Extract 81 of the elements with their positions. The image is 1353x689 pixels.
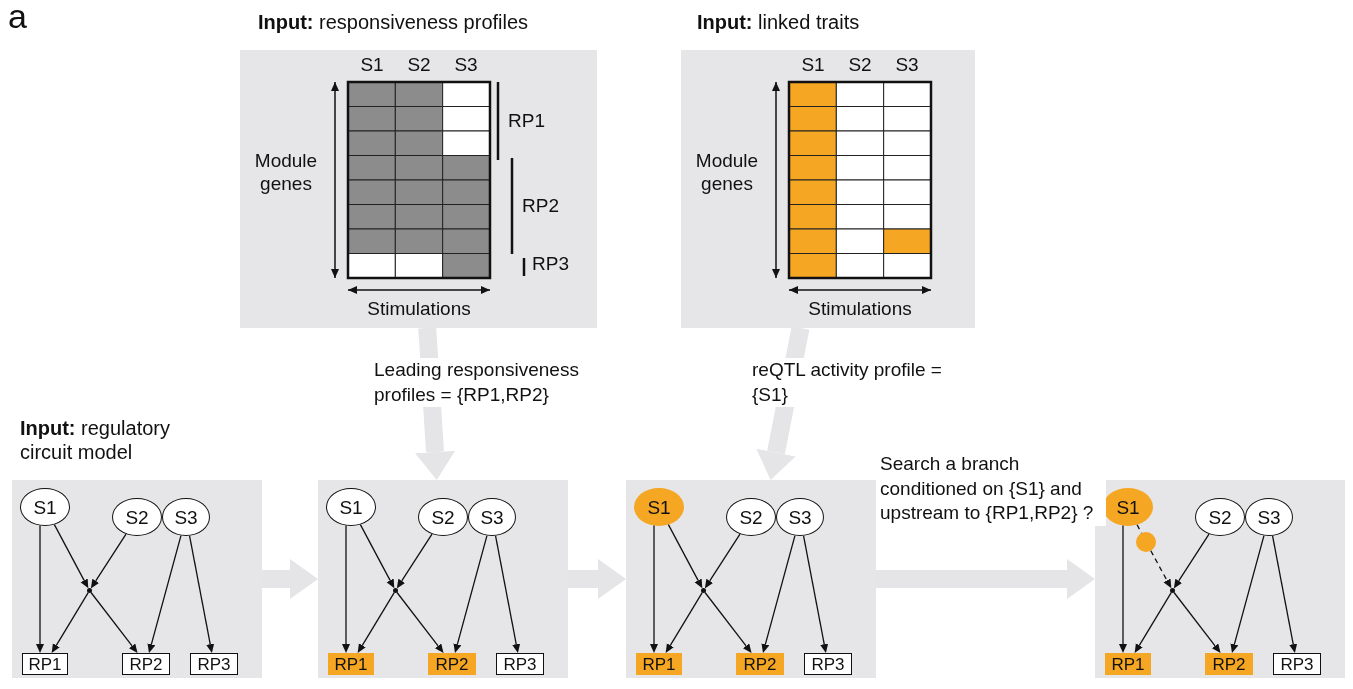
junction-point [701, 588, 706, 593]
arrow [359, 523, 395, 589]
arrow [665, 592, 703, 653]
stimulus-node: S3 [162, 498, 210, 536]
column-label: S3 [895, 54, 919, 77]
arrow [453, 534, 488, 653]
arrow [1230, 534, 1265, 653]
arrow [357, 592, 395, 653]
junction-point [1170, 588, 1175, 593]
panel [318, 480, 568, 678]
junction-point [87, 588, 92, 593]
bracket-label: RP1 [508, 110, 545, 133]
edge-label: reQTL activity profile = {S1} [752, 358, 942, 408]
stimulus-node: S1 [1103, 488, 1153, 526]
axis-label: Stimulations [367, 298, 471, 321]
arrow [53, 523, 89, 589]
arrow [667, 523, 703, 589]
stimulus-node: S3 [468, 498, 516, 536]
arrow [802, 535, 829, 653]
panel-letter: a [8, 0, 27, 37]
profile-box: RP1 [22, 653, 68, 675]
stimulus-node: S3 [1245, 498, 1293, 536]
junction-point [393, 588, 398, 593]
stimulus-node: S2 [418, 498, 468, 536]
arrow [188, 535, 215, 653]
arrow [1134, 592, 1172, 653]
arrow [704, 533, 741, 589]
arrow [342, 524, 350, 653]
arrow [1173, 533, 1210, 589]
block-arrow [876, 559, 1095, 599]
axis-label: Stimulations [808, 298, 912, 321]
arrow [1271, 535, 1298, 653]
stimulus-node: S1 [634, 488, 684, 526]
arrow [396, 591, 444, 653]
column-label: S2 [848, 54, 872, 77]
stimulus-node: S1 [20, 488, 70, 526]
column-label: S1 [801, 54, 825, 77]
profile-box: RP2 [428, 653, 476, 675]
stimulus-node: S2 [1195, 498, 1245, 536]
arrow [1150, 550, 1172, 589]
arrow [1173, 591, 1221, 653]
profile-box: RP3 [190, 653, 238, 675]
arrow [51, 592, 89, 653]
dot [1136, 532, 1156, 552]
panel [626, 480, 876, 678]
panel-heading: Input: regulatory circuit model [20, 416, 172, 464]
bracket-label: RP2 [522, 195, 559, 218]
column-label: S3 [454, 54, 478, 77]
profile-box: RP1 [1105, 653, 1151, 675]
column-label: S2 [407, 54, 431, 77]
arrow [147, 534, 182, 653]
arrow [1119, 524, 1127, 653]
profile-box: RP3 [496, 653, 544, 675]
profile-box: RP3 [1273, 653, 1321, 675]
profile-box: RP2 [122, 653, 170, 675]
arrow [36, 524, 44, 653]
arrow [761, 534, 796, 653]
stimulus-node: S2 [726, 498, 776, 536]
bracket-label: RP3 [532, 253, 569, 276]
arrow [396, 533, 433, 589]
arrow [90, 533, 127, 589]
arrow [704, 591, 752, 653]
stimulus-node: S3 [776, 498, 824, 536]
profile-box: RP2 [736, 653, 784, 675]
axis-label: Module genes [253, 150, 319, 196]
panel-heading: Input: responsiveness profiles [258, 10, 529, 34]
column-label: S1 [360, 54, 384, 77]
profile-box: RP2 [1205, 653, 1253, 675]
stimulus-node: S2 [112, 498, 162, 536]
arrow [494, 535, 521, 653]
profile-box: RP1 [328, 653, 374, 675]
block-arrow [568, 559, 626, 599]
panel [1095, 480, 1345, 678]
panel-heading: Input: linked traits [697, 10, 860, 34]
profile-box: RP3 [804, 653, 852, 675]
block-arrow [262, 559, 318, 599]
profile-box: RP1 [636, 653, 682, 675]
axis-label: Module genes [694, 150, 760, 196]
arrow [650, 524, 658, 653]
stimulus-node: S1 [326, 488, 376, 526]
arrow [90, 591, 138, 653]
